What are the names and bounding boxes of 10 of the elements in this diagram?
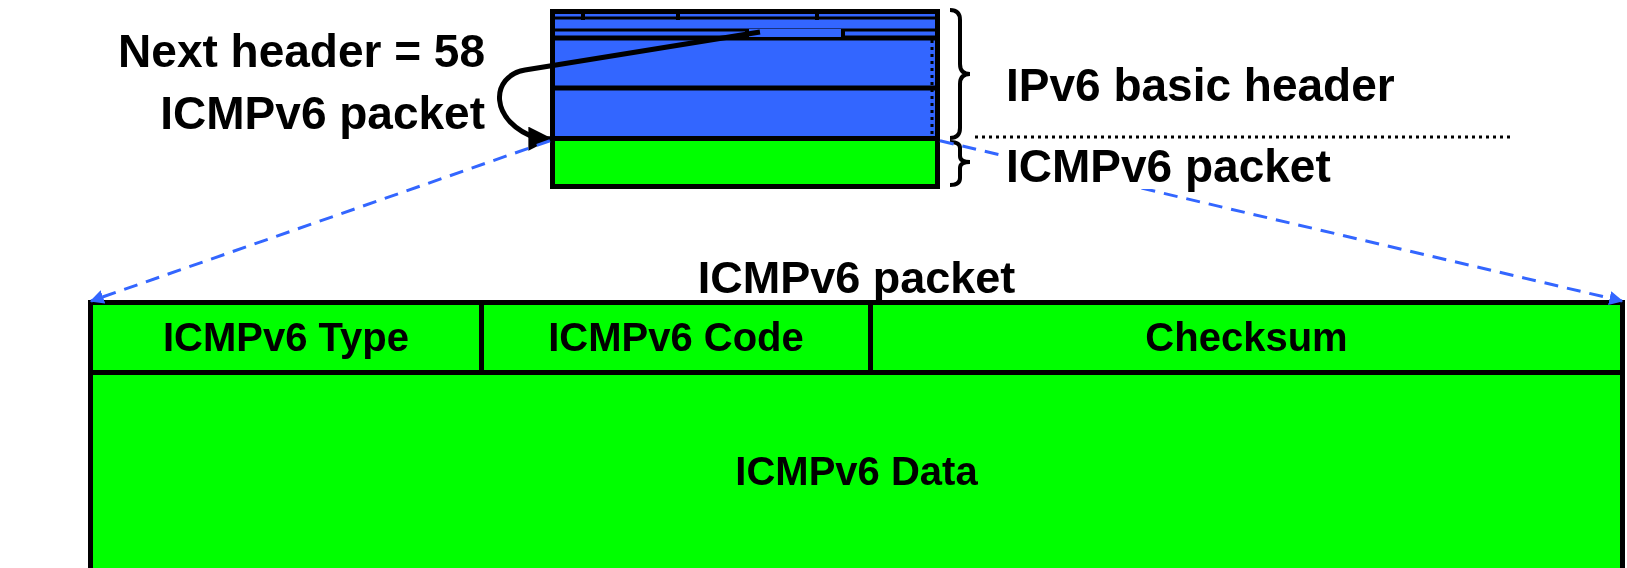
annotation-label: IPv6 basic header — [1006, 62, 1395, 108]
packet-title: ICMPv6 packet — [696, 255, 1017, 300]
type-field: ICMPv6 Type — [93, 305, 479, 370]
checksum-field: Checksum — [873, 305, 1620, 370]
dashed-arrow — [89, 139, 551, 304]
code-field: ICMPv6 Code — [484, 305, 868, 370]
data-field: ICMPv6 Data — [93, 375, 1620, 568]
next-header-field — [745, 29, 845, 37]
annotation-label: Next header = 58 — [118, 28, 485, 74]
curved-arrow — [497, 29, 761, 151]
